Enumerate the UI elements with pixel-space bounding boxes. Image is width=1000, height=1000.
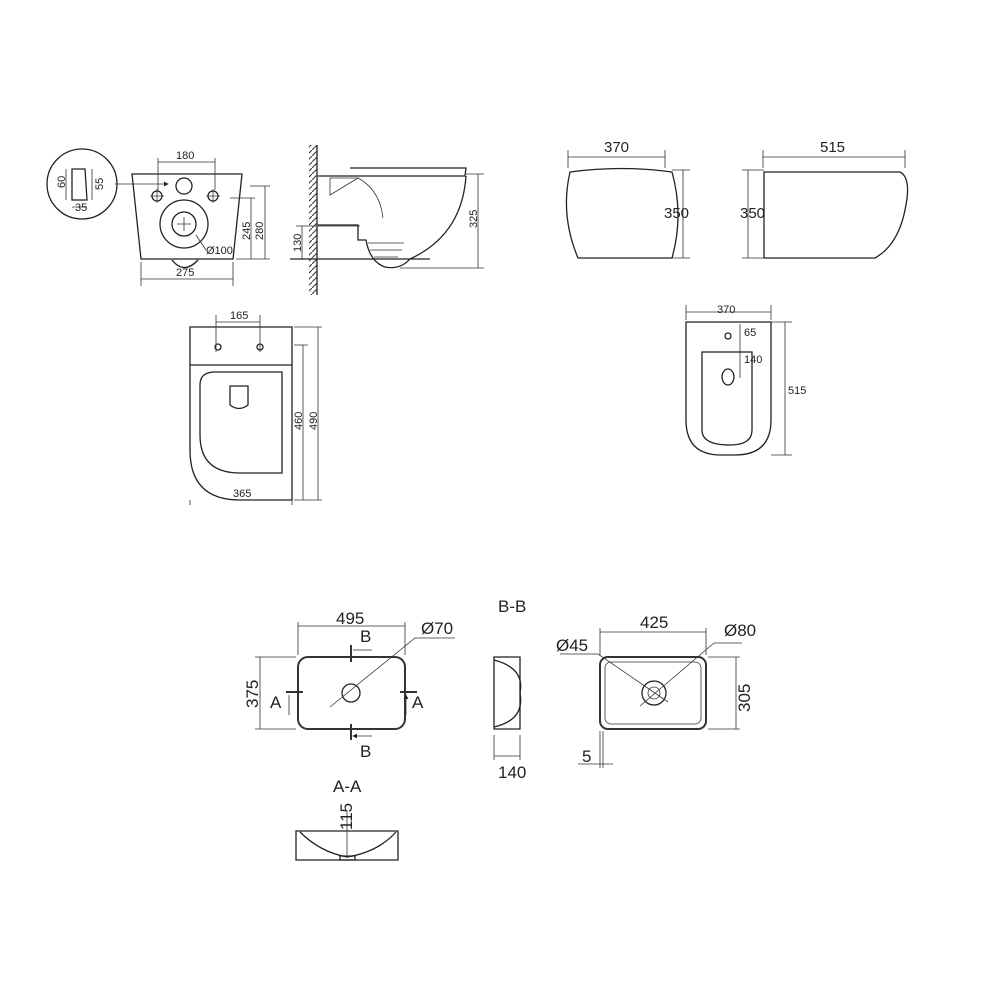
bidet-top-view: 370 65 140 515: [685, 304, 806, 456]
svg-text:180: 180: [176, 150, 194, 162]
svg-text:5: 5: [582, 747, 591, 766]
svg-text:495: 495: [336, 609, 364, 628]
svg-text:140: 140: [498, 763, 526, 782]
svg-text:305: 305: [735, 684, 754, 712]
svg-text:A-A: A-A: [333, 777, 362, 796]
svg-text:350: 350: [664, 205, 689, 222]
svg-text:325: 325: [468, 210, 480, 228]
svg-text:370: 370: [604, 139, 629, 156]
svg-text:365: 365: [233, 488, 251, 500]
svg-text:515: 515: [820, 139, 845, 156]
basin-section-aa: A-A 115: [295, 777, 399, 861]
svg-text:275: 275: [176, 267, 194, 279]
svg-text:Ø100: Ø100: [206, 245, 233, 257]
svg-text:Ø45: Ø45: [556, 636, 588, 655]
toilet-side-view: 130 325: [290, 145, 484, 295]
svg-text:35: 35: [75, 202, 87, 214]
basin-section-bb: B-B 140: [493, 597, 526, 782]
svg-text:A: A: [412, 693, 424, 712]
toilet-top-view: 165 460 490 365: [189, 310, 322, 505]
svg-text:60: 60: [56, 176, 68, 188]
svg-text:490: 490: [308, 412, 320, 430]
svg-text:55: 55: [94, 178, 106, 190]
svg-text:65: 65: [744, 327, 756, 339]
svg-text:165: 165: [230, 310, 248, 322]
svg-text:Ø80: Ø80: [724, 621, 756, 640]
basin-top-view: Ø70 495 375 B B A A: [243, 609, 455, 761]
svg-text:460: 460: [293, 412, 305, 430]
svg-text:370: 370: [717, 304, 735, 316]
tank-views: 370 350 515 350: [565, 139, 909, 259]
basin-alt-top-view: Ø45 Ø80 425 305 5: [556, 613, 756, 768]
svg-text:B: B: [360, 627, 371, 646]
svg-text:A: A: [270, 693, 282, 712]
svg-text:B: B: [360, 742, 371, 761]
toilet-front-view: 60 55 35 Ø100 180 275 245 280: [46, 148, 270, 286]
svg-text:350: 350: [740, 205, 765, 222]
svg-text:245: 245: [241, 222, 253, 240]
svg-text:515: 515: [788, 385, 806, 397]
svg-text:425: 425: [640, 613, 668, 632]
svg-text:B-B: B-B: [498, 597, 526, 616]
svg-text:130: 130: [292, 234, 304, 252]
svg-text:140: 140: [744, 354, 762, 366]
svg-text:280: 280: [254, 222, 266, 240]
svg-text:115: 115: [337, 803, 356, 830]
svg-text:Ø70: Ø70: [421, 619, 453, 638]
svg-text:375: 375: [243, 680, 262, 708]
